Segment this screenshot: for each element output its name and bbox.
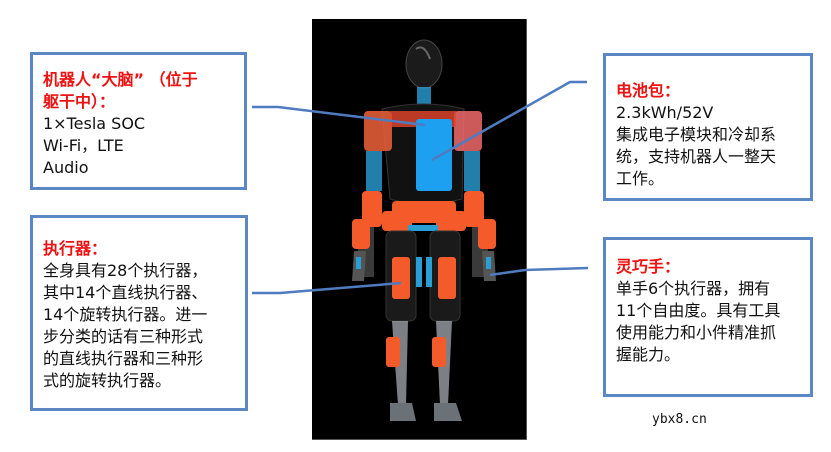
callout-hand-line: 使用能力和小件精准抓 <box>616 323 777 342</box>
callout-brain-line: 1×Tesla SOC <box>43 114 146 133</box>
callout-battery: 电池包： 2.3kWh/52V 集成电子模块和冷却系 统，支持机器人一整天 工作… <box>603 53 813 201</box>
callout-hand-line: 单手6个执行器，拥有 <box>616 279 771 298</box>
callout-battery-line: 2.3kWh/52V <box>616 103 714 122</box>
callout-battery-line: 集成电子模块和冷却系 <box>616 125 777 144</box>
callout-actuator-line: 式的旋转执行器。 <box>43 371 172 390</box>
callout-actuator-line: 其中14个直线执行器、 <box>43 283 208 302</box>
callout-hand-line: 11个自由度。具有工具 <box>616 301 781 320</box>
callout-actuator-title: 执行器： <box>43 239 108 258</box>
callout-actuator-line: 全身具有28个执行器， <box>43 261 208 280</box>
callout-actuator: 执行器： 全身具有28个执行器， 其中14个直线执行器、 14个旋转执行器。进一… <box>30 215 248 411</box>
robot-illustration <box>352 39 496 421</box>
callout-brain: 机器人“大脑” （位于 躯干中）： 1×Tesla SOC Wi-Fi，LTE … <box>30 52 247 190</box>
callout-hand-line: 握能力。 <box>616 345 681 364</box>
callout-actuator-line: 14个旋转执行器。进一 <box>43 305 208 324</box>
callout-hand: 灵巧手： 单手6个执行器，拥有 11个自由度。具有工具 使用能力和小件精准抓 握… <box>603 237 813 397</box>
callout-brain-title-1: 机器人“大脑” （位于 <box>43 70 198 89</box>
callout-actuator-line: 步分类的话有三种形式 <box>43 327 204 346</box>
callout-brain-line: Wi-Fi，LTE <box>43 136 124 155</box>
callout-battery-title: 电池包： <box>616 81 681 100</box>
callout-battery-line: 统，支持机器人一整天 <box>616 147 777 166</box>
callout-brain-title-2: 躯干中）： <box>43 92 116 111</box>
watermark: ybx8.cn <box>652 412 707 427</box>
robot-image <box>312 19 527 440</box>
callout-brain-line: Audio <box>43 158 89 177</box>
callout-actuator-line: 的直线执行器和三种形 <box>43 349 204 368</box>
callout-battery-line: 工作。 <box>616 169 665 188</box>
callout-hand-title: 灵巧手： <box>616 257 681 276</box>
